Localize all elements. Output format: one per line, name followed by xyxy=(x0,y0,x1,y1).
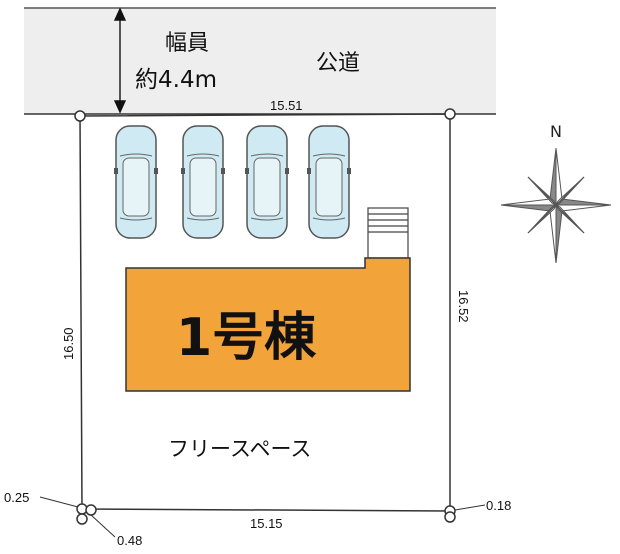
corner-marker-top-right xyxy=(444,108,456,120)
dim-right: 16.52 xyxy=(456,290,471,323)
dim-top: 15.51 xyxy=(270,98,303,113)
parked-car-icon xyxy=(245,125,289,239)
dim-bottom: 15.15 xyxy=(250,516,283,531)
leader-bl-a xyxy=(39,496,79,508)
road-width-label: 幅員 xyxy=(165,31,209,56)
free-space-label: フリースペース xyxy=(168,437,311,461)
corner-marker-bottom-left-2 xyxy=(85,504,97,516)
building-1 xyxy=(125,257,411,392)
compass-icon: N xyxy=(500,122,612,264)
entrance-steps xyxy=(367,207,409,259)
leader-br xyxy=(454,504,486,511)
corner-marker-top-left xyxy=(74,110,86,122)
corner-marker-bottom-left-3 xyxy=(76,513,88,525)
road-width-value: 約4.4m xyxy=(135,67,217,93)
building-1-label: 1号棟 xyxy=(176,308,317,368)
dim-left: 16.50 xyxy=(61,327,76,360)
parked-car-icon xyxy=(181,125,225,239)
leader-bl-b xyxy=(90,514,116,538)
compass-north-label: N xyxy=(550,122,562,141)
road-width-arrow xyxy=(113,7,127,114)
public-road xyxy=(24,8,496,114)
parked-car-icon xyxy=(307,125,351,239)
dim-corner-bl-b: 0.48 xyxy=(117,533,142,548)
dim-corner-br: 0.18 xyxy=(486,498,511,513)
parked-car-icon xyxy=(114,125,158,239)
dim-corner-bl-a: 0.25 xyxy=(4,490,29,505)
road-name: 公道 xyxy=(316,51,360,76)
corner-markers xyxy=(74,108,456,525)
parking-area xyxy=(114,125,351,239)
corner-marker-bottom-right-2 xyxy=(444,511,456,523)
